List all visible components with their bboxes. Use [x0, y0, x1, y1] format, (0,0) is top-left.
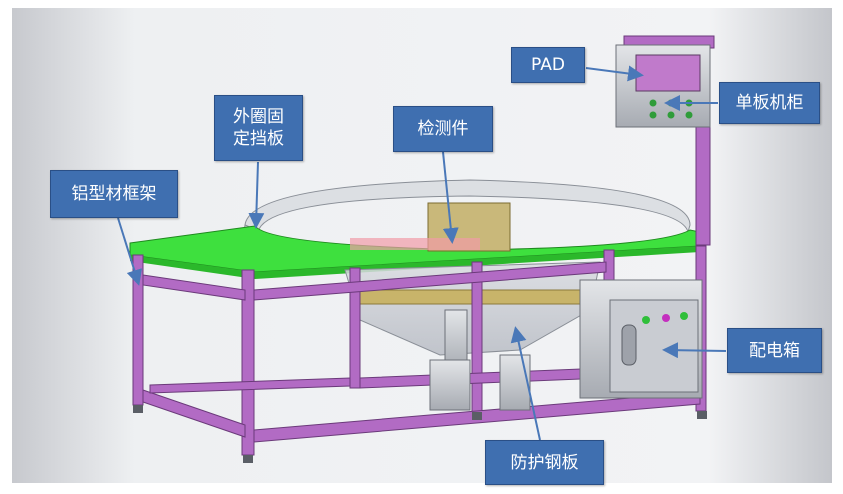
- indicator-magenta: [662, 314, 670, 322]
- arrow-aluminum-frame: [117, 217, 143, 286]
- cylinders: [429, 309, 531, 411]
- arrow-distribution-box: [662, 342, 727, 359]
- arrow-outer-baffle: [248, 161, 265, 229]
- label-test-piece: 检测件: [393, 106, 493, 152]
- label-steel-guard: 防护钢板: [485, 440, 604, 485]
- label-outer-baffle: 外圈固 定挡板: [214, 95, 303, 161]
- frame-feet: [133, 405, 707, 463]
- test-piece-glow: [350, 238, 480, 250]
- indicator-green: [642, 316, 650, 324]
- label-board-cabinet: 单板机柜: [719, 82, 820, 124]
- pad-screen: [635, 54, 701, 92]
- indicator-green-2: [680, 312, 688, 320]
- label-pad: PAD: [511, 47, 585, 83]
- label-aluminum-frame: 铝型材框架: [50, 170, 178, 218]
- arrow-pad: [585, 65, 644, 82]
- distribution-box-handle: [621, 324, 637, 366]
- label-distribution-box: 配电箱: [727, 328, 822, 373]
- arrow-test-piece: [442, 151, 459, 244]
- arrow-steel-guard: [510, 326, 541, 441]
